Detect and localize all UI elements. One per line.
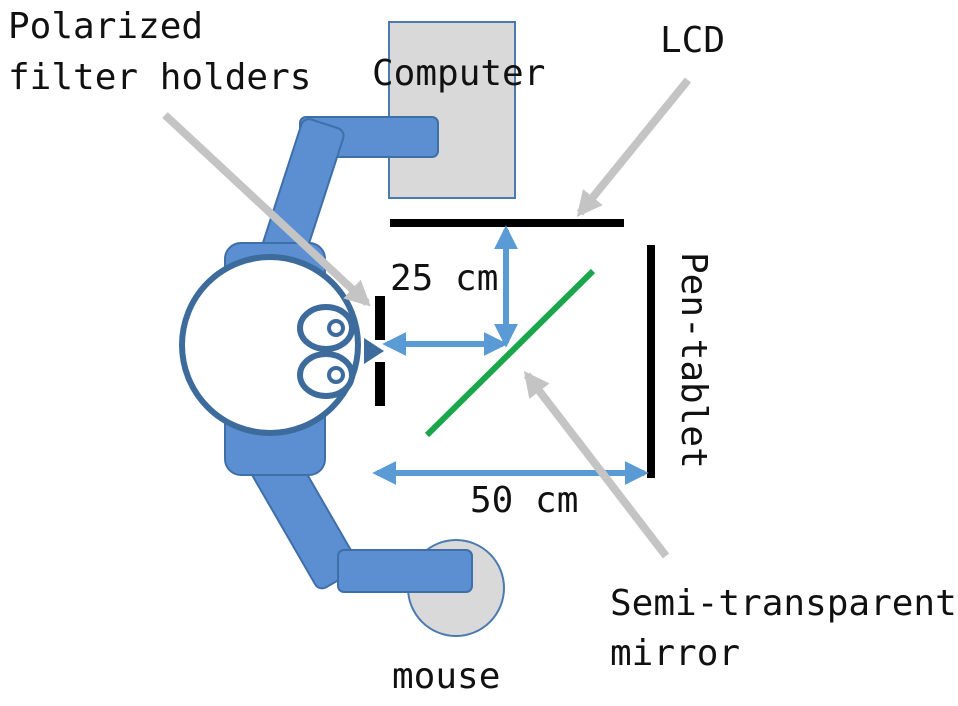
upper-arm <box>255 116 439 282</box>
label-pen-tablet: Pen-tablet <box>673 252 714 469</box>
label-lcd: LCD <box>660 20 725 61</box>
label-mirror-line2: mirror <box>610 633 740 674</box>
label-polarized-line2: filter holders <box>8 57 311 98</box>
pointer-arrow-lcd <box>576 77 692 217</box>
label-mirror-line1: Semi-transparent <box>610 583 957 624</box>
eye-left <box>297 304 355 352</box>
pointer-arrow-polarized <box>162 112 371 307</box>
nose <box>364 338 384 364</box>
mirror-line <box>424 268 596 438</box>
filter-holder-top <box>375 296 385 340</box>
label-50cm: 50 cm <box>470 480 578 521</box>
label-mouse: mouse <box>392 656 500 697</box>
filter-holder-bottom <box>375 362 385 406</box>
computer-box <box>388 21 516 199</box>
eye-right <box>297 351 355 399</box>
label-computer: Computer <box>372 53 545 94</box>
label-25cm: 25 cm <box>390 258 498 299</box>
pointer-arrow-mirror <box>523 370 670 559</box>
label-polarized-line1: Polarized <box>8 6 203 47</box>
